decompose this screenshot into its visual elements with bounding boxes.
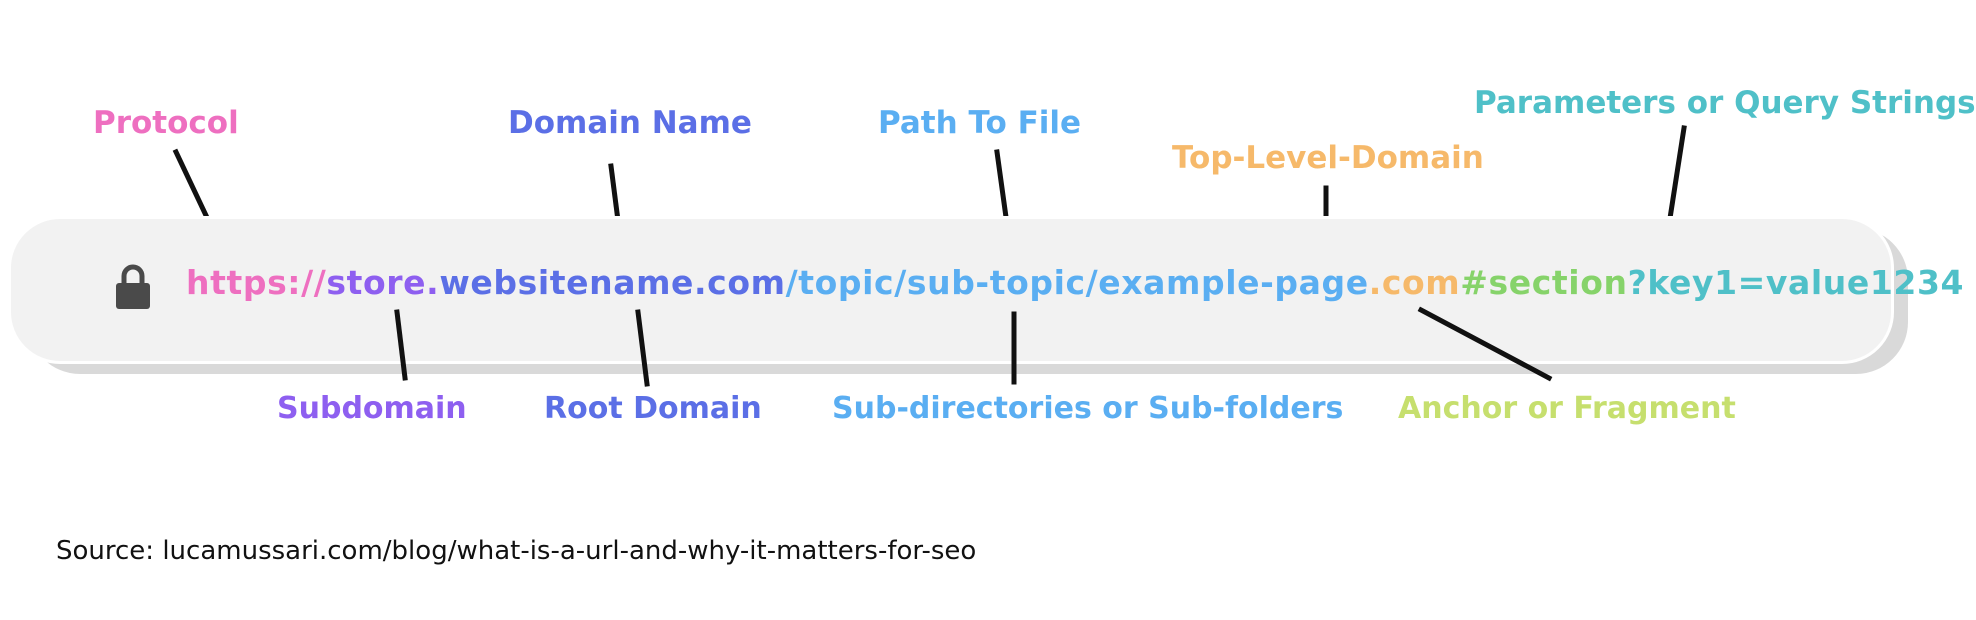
protocol-label: Protocol bbox=[93, 105, 239, 141]
source-url: lucamussari.com/blog/what-is-a-url-and-w… bbox=[162, 536, 977, 566]
anchor-leader-line bbox=[1417, 306, 1553, 382]
root-domain-label: Root Domain bbox=[544, 391, 762, 426]
anchor-label: Anchor or Fragment bbox=[1398, 391, 1736, 426]
parameters-label: Parameters or Query Strings bbox=[1474, 85, 1976, 121]
url-anchor: #section bbox=[1460, 263, 1628, 302]
subdomain-label: Subdomain bbox=[277, 391, 467, 426]
url-subdomain: store. bbox=[326, 263, 440, 302]
root-domain-leader-line bbox=[635, 309, 650, 387]
url-query: ?key1=value1234 bbox=[1627, 263, 1965, 302]
url-path: /topic/sub-topic/example-page bbox=[785, 263, 1369, 302]
source-prefix: Source: bbox=[56, 536, 155, 566]
url-text: https://store.websitename.com/topic/sub-… bbox=[186, 266, 1964, 299]
subdomain-leader-line bbox=[394, 309, 408, 381]
source-note: Source: lucamussari.com/blog/what-is-a-u… bbox=[56, 536, 976, 566]
subdirectories-label: Sub-directories or Sub-folders bbox=[832, 391, 1344, 426]
url-protocol: https:// bbox=[186, 263, 327, 302]
domain-name-label: Domain Name bbox=[508, 105, 752, 141]
path-to-file-label: Path To File bbox=[878, 105, 1082, 141]
url-root-domain: websitename.com bbox=[439, 263, 786, 302]
lock-icon bbox=[116, 264, 150, 309]
url-bar bbox=[8, 216, 1894, 364]
top-level-domain-label: Top-Level-Domain bbox=[1172, 140, 1484, 176]
url-tld: .com bbox=[1368, 263, 1461, 302]
